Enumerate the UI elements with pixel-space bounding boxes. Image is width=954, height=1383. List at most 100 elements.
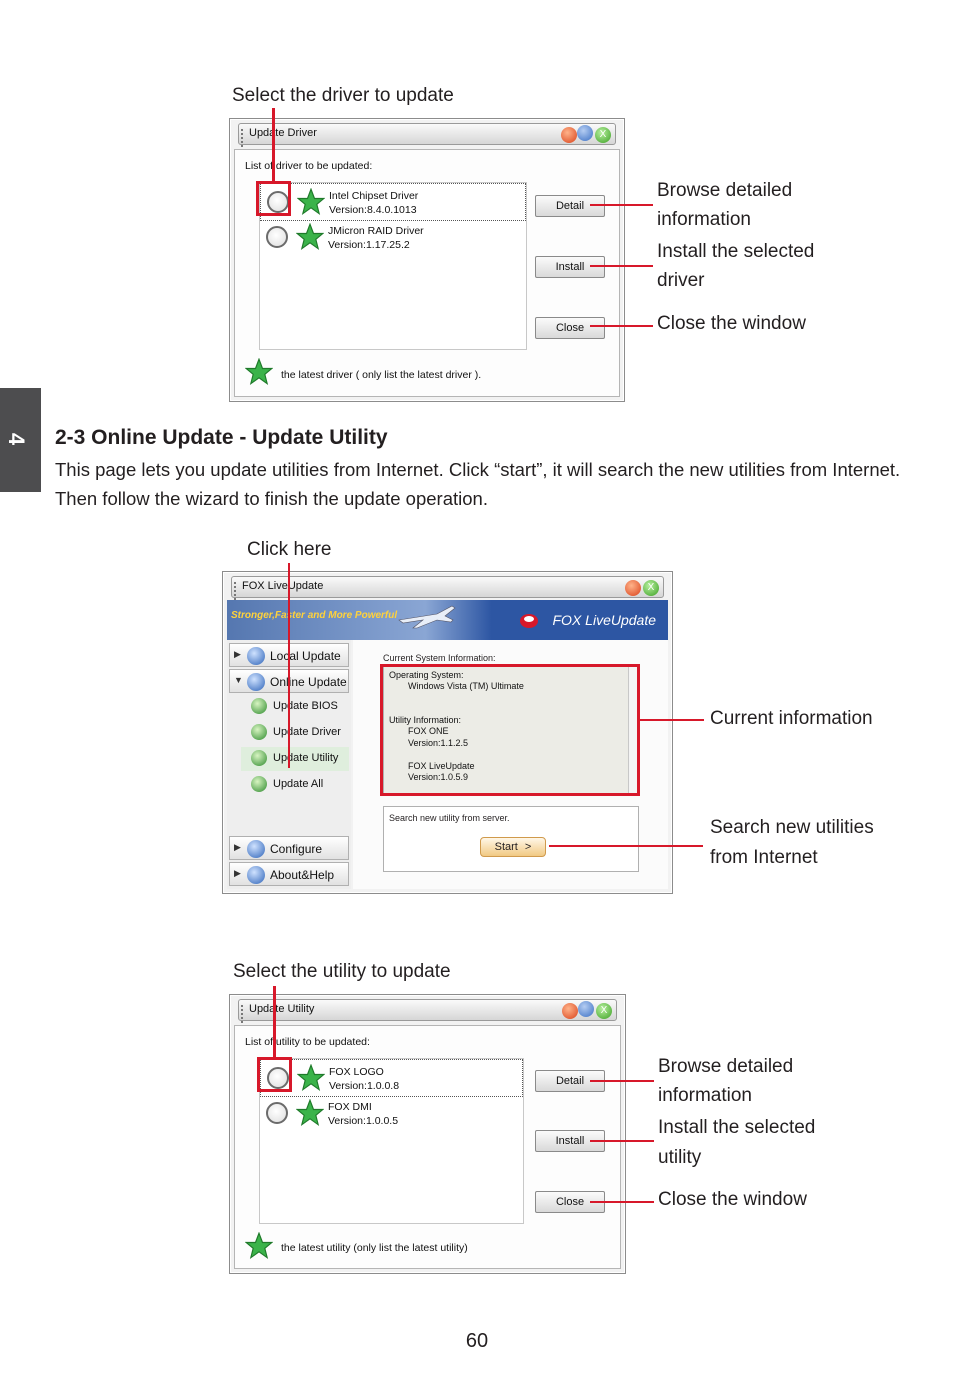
callout-browse-2: information [658,1085,752,1106]
utility-version: Version:1.0.0.5 [328,1115,399,1127]
detail-button[interactable]: Detail [535,195,605,217]
online-update-icon [247,673,265,691]
banner: Stronger,Faster and More Powerful FOX Li… [227,600,668,640]
window-title: FOX LiveUpdate [242,580,324,592]
callout-search: Search new utilities [710,817,874,838]
callout-close: Close the window [657,313,806,334]
close-icon[interactable]: X [595,127,611,143]
highlight-box [256,181,291,216]
legend-star-icon [245,1232,273,1260]
list-item[interactable]: Intel Chipset Driver Version:8.4.0.1013 [260,183,526,221]
latest-star-icon [297,1064,325,1092]
minimize-icon[interactable] [561,127,577,143]
start-button[interactable]: Start > [480,837,546,857]
banner-slogan: Stronger,Faster and More Powerful [231,610,398,621]
window-body: List of driver to be updated: Intel Chip… [234,149,620,397]
title-bar: FOX LiveUpdate X [231,576,664,600]
search-label: Search new utility from server. [389,813,510,823]
liveupdate-window: FOX LiveUpdate X Stronger,Faster and Mor… [222,571,673,894]
legend-text: the latest utility (only list the latest… [281,1242,468,1254]
legend-text: the latest driver ( only list the latest… [281,369,482,381]
sidebar-item-update-driver[interactable]: Update Driver [241,721,349,745]
info-line: Version:1.0.5.9 [408,772,469,782]
callout-click-here: Click here [247,539,332,560]
section-body: This page lets you update utilities from… [55,459,901,509]
expand-arrow-icon: ▶ [234,842,241,852]
arrow-right-icon: > [524,841,532,853]
title-bar: Update Driver X [238,123,616,147]
driver-name: Intel Chipset Driver [329,190,419,202]
sidebar-item-label: Update BIOS [273,700,338,712]
sidebar-item-update-utility[interactable]: Update Utility [241,747,349,771]
install-button[interactable]: Install [535,1130,605,1152]
list-item[interactable]: JMicron RAID Driver Version:1.17.25.2 [260,220,526,258]
callout-install: Install the selected [657,241,815,262]
callout-line [590,1201,654,1203]
maximize-icon[interactable] [578,1001,594,1017]
radio-button[interactable] [266,1102,288,1124]
sidebar-item-label: Update Driver [273,726,341,738]
callout-line [590,204,653,206]
section-title: 2-3 Online Update - Update Utility [55,426,388,449]
page-number: 60 [465,1330,489,1352]
maximize-icon[interactable] [577,125,593,141]
callout-line [272,108,275,183]
callout-select-driver: Select the driver to update [232,85,454,106]
minimize-icon[interactable] [562,1003,578,1019]
callout-line [273,986,276,1059]
callout-line [590,325,653,327]
expand-arrow-icon: ▶ [234,649,241,659]
list-label: List of driver to be updated: [245,160,373,172]
list-item[interactable]: FOX LOGO Version:1.0.0.8 [260,1059,523,1097]
detail-button[interactable]: Detail [535,1070,605,1092]
update-utility-window: Update Utility X List of utility to be u… [229,994,626,1274]
update-all-icon [251,776,267,792]
sidebar-item-configure[interactable]: ▶ Configure [229,836,349,860]
scrollbar[interactable] [628,667,638,793]
highlight-box [257,1057,292,1092]
callout-browse-2: information [657,209,751,230]
info-line: FOX ONE [408,726,449,736]
list-item[interactable]: FOX DMI Version:1.0.0.5 [260,1096,523,1134]
callout-close: Close the window [658,1189,807,1210]
list-label: List of utility to be updated: [245,1036,370,1048]
close-icon[interactable]: X [596,1003,612,1019]
sidebar-item-label: About&Help [270,868,335,882]
close-icon[interactable]: X [643,580,659,596]
latest-star-icon [296,1099,324,1127]
window-body: List of utility to be updated: FOX LOGO … [234,1025,621,1269]
close-button[interactable]: Close [535,317,605,339]
callout-current-info: Current information [710,708,873,729]
info-line: FOX LiveUpdate [408,761,475,771]
callout-line [288,563,290,768]
driver-version: Version:1.17.25.2 [328,239,410,251]
minimize-icon[interactable] [625,580,641,596]
sidebar-item-about-help[interactable]: ▶ About&Help [229,862,349,886]
callout-install-2: driver [657,270,705,291]
utility-version: Version:1.0.0.8 [329,1080,400,1092]
install-button[interactable]: Install [535,256,605,278]
callout-search-2: from Internet [710,847,818,868]
highlight-box [380,664,640,796]
radio-button[interactable] [266,226,288,248]
radio-button[interactable] [267,1067,289,1089]
expand-arrow-icon: ▶ [234,868,241,878]
chapter-tab: 4 [0,388,41,492]
bios-icon [251,698,267,714]
info-line: Version:1.1.2.5 [408,738,469,748]
callout-browse: Browse detailed [657,180,793,201]
collapse-arrow-icon: ▼ [234,675,243,685]
sidebar-item-update-all[interactable]: Update All [241,773,349,797]
callout-line [590,1140,654,1142]
current-info-label: Current System Information: [383,653,496,663]
callout-line [590,1080,654,1082]
update-driver-window: Update Driver X List of driver to be upd… [229,118,625,402]
info-line: Windows Vista (TM) Ultimate [408,681,524,691]
sidebar-item-label: Update Utility [273,752,339,764]
grip-icon [241,1005,245,1023]
sidebar-item-label: Online Update [270,675,347,689]
utility-name: FOX LOGO [329,1066,384,1078]
callout-browse: Browse detailed [658,1056,794,1077]
gear-icon [247,840,265,858]
sidebar-item-update-bios[interactable]: Update BIOS [241,695,349,719]
